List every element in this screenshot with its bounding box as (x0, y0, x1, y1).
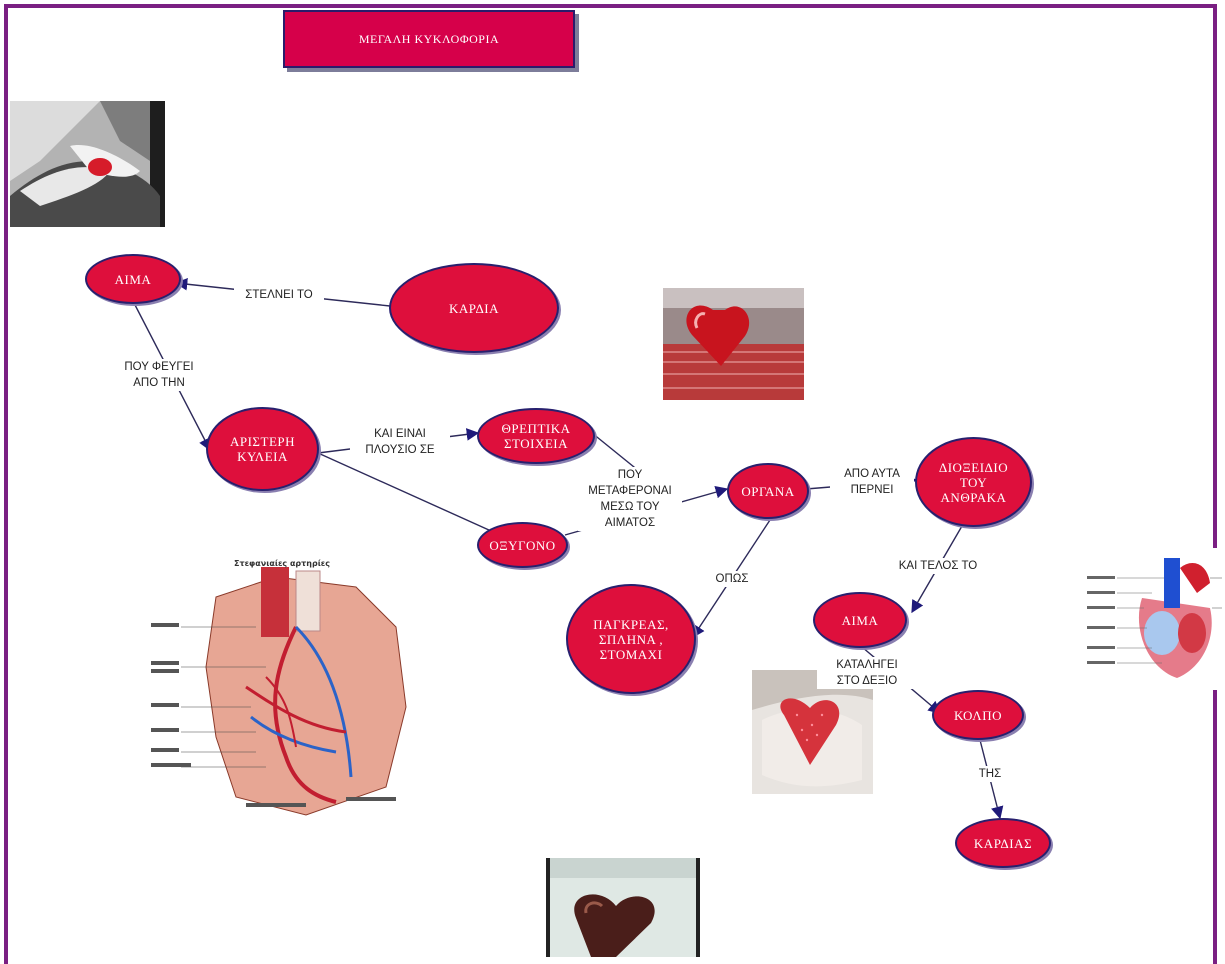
label-katalhgei: ΚΑΤΑΛΗΓΕΙ ΣΤΟ ΔΕΞΙΟ (817, 657, 917, 689)
node-aristeri-koilia: ΑΡΙΣΤΕΡΗ ΚΥΛΕΙΑ (206, 407, 319, 491)
coronary-image-title: Στεφανιαίες αρτηρίες (234, 559, 330, 568)
hands-holding-heart-image (10, 101, 165, 227)
coronary-arteries-image: Στεφανιαίες αρτηρίες (146, 557, 436, 821)
node-threptika: ΘΡΕΠΤΙΚΑ ΣΤΟΙΧΕΙΑ (477, 408, 595, 464)
label-kai-telos: ΚΑΙ ΤΕΛΟΣ ΤΟ (885, 558, 991, 574)
label-stelnei: ΣΤΕΛΝΕΙ ΤΟ (234, 287, 324, 303)
node-pagkreas: ΠΑΓΚΡΕΑΣ, ΣΠΛΗΝΑ , ΣΤΟΜΑΧΙ (566, 584, 696, 694)
node-kardia: ΚΑΡΔΙΑ (389, 263, 559, 353)
heart-anatomy-image (1082, 548, 1225, 690)
label-opos: ΟΠΩΣ (707, 571, 757, 587)
label-apo-ayta: ΑΠΟ ΑΥΤΑ ΠΕΡΝΕΙ (830, 466, 914, 498)
node-dioxeidio: ΔΙΟΞΕΙΔΙΟ ΤΟΥ ΑΝΘΡΑΚΑ (915, 437, 1032, 527)
node-organa: ΟΡΓΑΝΑ (727, 463, 809, 519)
link-koilia-oxygono (318, 453, 500, 535)
label-pou-feygei: ΠΟΥ ΦΕΥΓΕΙ ΑΠΟ ΤΗΝ (114, 359, 204, 391)
label-tis: ΤΗΣ (970, 766, 1010, 782)
node-oxygono: ΟΞΥΓΟΝΟ (477, 522, 568, 568)
heart-on-water-image (663, 288, 804, 400)
node-aima-bottom: ΑΙΜΑ (813, 592, 907, 648)
node-kolpo: ΚΟΛΠΟ (932, 690, 1024, 740)
chocolate-heart-image (546, 858, 700, 957)
node-aima-top: ΑΙΜΑ (85, 254, 181, 304)
node-kardias: ΚΑΡΔΙΑΣ (955, 818, 1051, 868)
label-pou-metaferontai: ΠΟΥ ΜΕΤΑΦΕΡΟΝΑΙ ΜΕΣΩ ΤΟΥ ΑΙΜΑΤΟΣ (578, 467, 682, 531)
label-kai-einai: ΚΑΙ ΕΙΝΑΙ ΠΛΟΥΣΙΟ ΣΕ (350, 426, 450, 458)
